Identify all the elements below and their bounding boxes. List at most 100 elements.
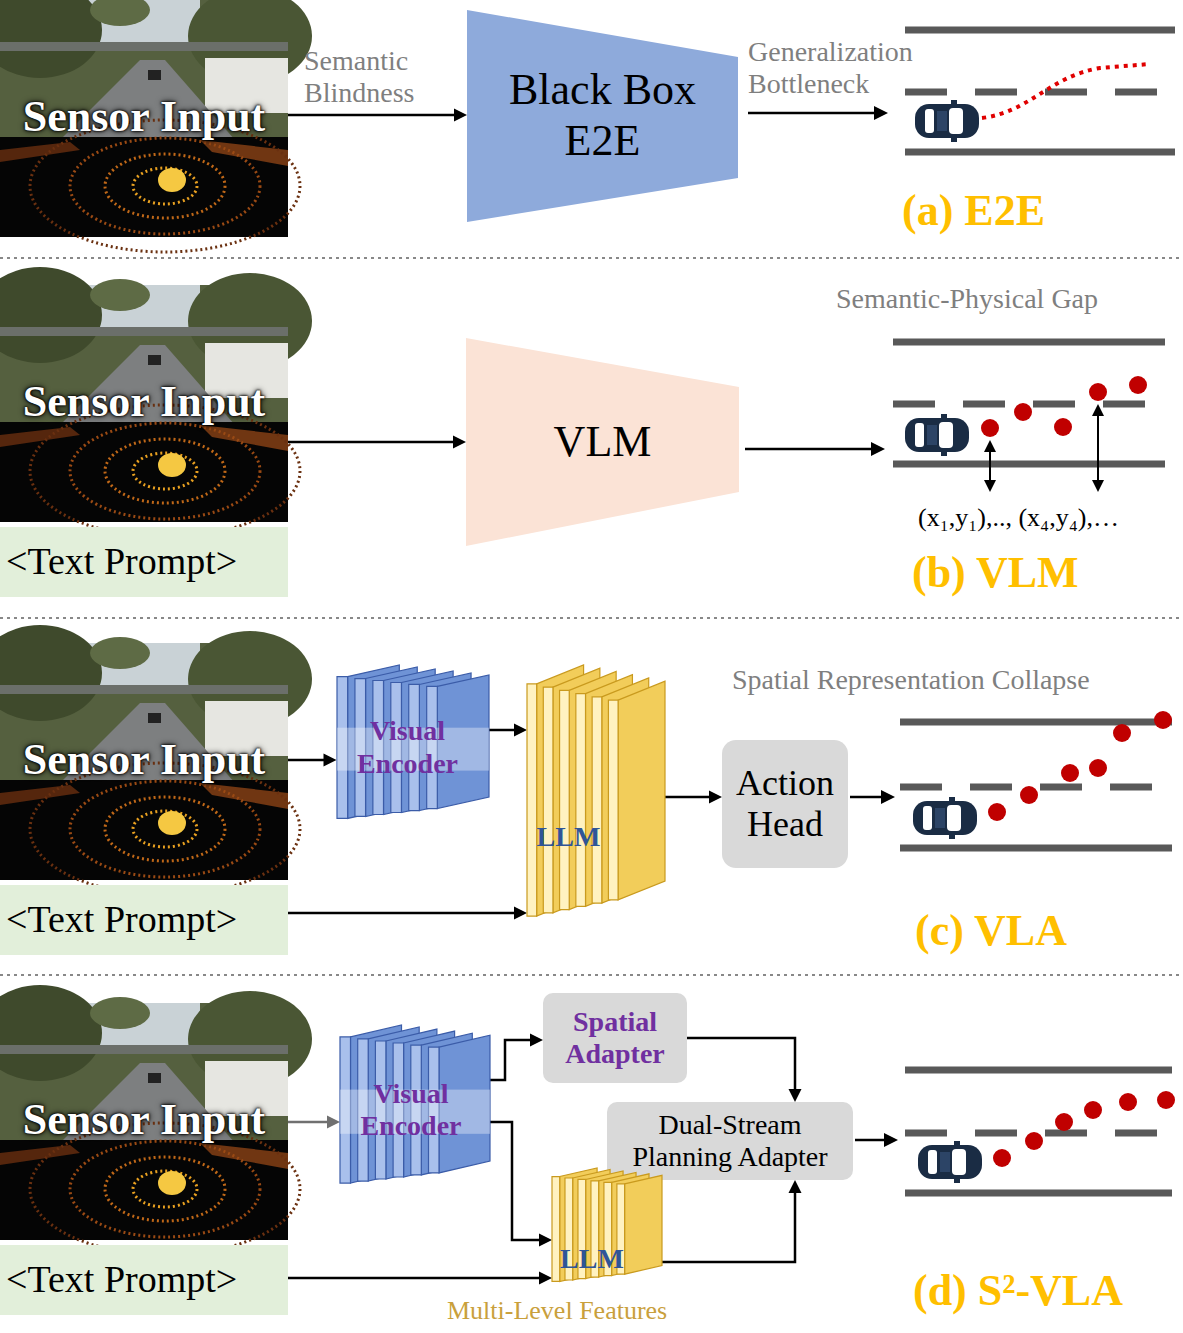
waypoint: [988, 803, 1006, 821]
action-head-box: Action Head: [722, 740, 848, 868]
road-edge: [905, 1067, 1172, 1074]
sensor-image: Sensor Input: [0, 1003, 288, 1240]
panel-label: (d) S²-VLA: [913, 1266, 1123, 1317]
visual-encoder-stack: Visual Encoder: [340, 1025, 490, 1195]
waypoint: [1055, 1113, 1073, 1131]
arrow-head: [789, 1180, 802, 1193]
waypoint: [1084, 1101, 1102, 1119]
arrow-head: [453, 436, 466, 449]
connector-line: [490, 1122, 541, 1240]
arrow-head: [871, 442, 885, 456]
arrow-head: [454, 109, 467, 122]
ego-car: [905, 414, 969, 456]
road-edge: [893, 461, 1165, 468]
stack-slab-side: [618, 681, 665, 900]
node-text: Sensor Input: [23, 377, 266, 428]
connector-arrow: [490, 1034, 543, 1081]
connector-line: [665, 796, 711, 799]
waypoints-d: [993, 1091, 1175, 1167]
connector-arrow: [489, 724, 528, 737]
waypoint: [1119, 1093, 1137, 1111]
node-text: VLM: [554, 417, 652, 468]
output-arrow: [850, 796, 882, 799]
stack-slab-front: [527, 684, 537, 916]
trajectory-curve: [982, 64, 1150, 118]
road-edge: [905, 27, 1175, 34]
output-arrow: [748, 112, 875, 115]
road-b: [893, 342, 1165, 464]
node-text: <Text Prompt>: [6, 540, 237, 584]
ego-car: [918, 1141, 982, 1183]
spatial-adapter-box: Spatial Adapter: [543, 993, 687, 1083]
sensor-image: Sensor Input: [0, 0, 288, 237]
road-c: [900, 722, 1172, 848]
feature-note: Multi-Level Features: [447, 1296, 667, 1326]
connector-arrow: [662, 1180, 802, 1262]
connector-line: [288, 441, 455, 444]
waypoint: [1014, 403, 1032, 421]
node-text: <Text Prompt>: [6, 1258, 237, 1302]
stack-slab-front: [552, 1177, 560, 1282]
panel-label: (a) E2E: [902, 186, 1045, 237]
road-a: [905, 30, 1175, 152]
connector-line: [490, 1040, 532, 1080]
model-trapezoid: VLM: [466, 338, 739, 546]
double-arrow: [1097, 414, 1099, 480]
waypoint: [1020, 786, 1038, 804]
connector-line: [288, 114, 456, 117]
node-text: Black Box E2E: [488, 65, 718, 166]
arrow-note: Generalization Bottleneck: [748, 36, 948, 100]
arrow-head: [874, 106, 888, 120]
connector-line: [288, 759, 326, 762]
waypoints-c: [988, 711, 1172, 821]
waypoint: [1025, 1132, 1043, 1150]
sensor-image: Sensor Input: [0, 643, 288, 880]
coordinate-list: (x₁,y₁),.., (x₄,y₄),…: [918, 503, 1119, 533]
arrow-head: [984, 440, 996, 452]
llm-stack-outline: [527, 665, 665, 935]
connector-line: [288, 1277, 541, 1280]
waypoint: [1129, 376, 1147, 394]
sensor-picture: [0, 267, 312, 537]
node-text: Dual-Stream Planning Adapter: [616, 1109, 844, 1173]
arrow-head: [789, 1089, 802, 1102]
arrow-head: [884, 1133, 898, 1147]
waypoint: [1054, 418, 1072, 436]
ego-car: [915, 100, 979, 142]
lane-marking: [905, 89, 1165, 96]
connector-arrow: [288, 1116, 340, 1129]
road-edge: [893, 339, 1165, 346]
visual-encoder-stack: Visual Encoder: [337, 665, 489, 830]
node-text: Visual Encoder: [346, 1078, 476, 1142]
gap-arrows: [984, 404, 1104, 492]
separator: [0, 974, 1183, 976]
connector-arrow: [288, 436, 466, 449]
ego-car: [913, 797, 977, 839]
connector-arrow: [665, 791, 722, 804]
llm-stack: LLM: [552, 1168, 662, 1290]
stack-slab-front: [592, 697, 602, 903]
arrow-head: [324, 754, 337, 767]
road-edge: [905, 1190, 1172, 1197]
text-prompt-box: <Text Prompt>: [0, 885, 288, 955]
sensor-picture: [0, 0, 312, 252]
sensor-image: Sensor Input: [0, 285, 288, 522]
stack-slab-front: [543, 687, 553, 913]
sensor-picture: [0, 985, 312, 1255]
arrow-head: [530, 1034, 543, 1047]
arrow-head: [514, 907, 527, 920]
trapezoid-shape: [466, 338, 739, 546]
node-text: LLM: [560, 1243, 624, 1275]
connector-arrow: [687, 1038, 802, 1102]
text-prompt-box: <Text Prompt>: [0, 1245, 288, 1315]
panel-label: (c) VLA: [915, 906, 1067, 957]
arrow-head: [1092, 480, 1104, 492]
output-arrows: [745, 106, 898, 1147]
stack-slab-front: [576, 694, 586, 907]
separator: [0, 617, 1183, 619]
road-edge: [900, 845, 1172, 852]
node-text: Action Head: [730, 763, 840, 846]
waypoint: [981, 419, 999, 437]
stack-slab-front: [560, 690, 570, 909]
text-prompt-box: <Text Prompt>: [0, 527, 288, 597]
